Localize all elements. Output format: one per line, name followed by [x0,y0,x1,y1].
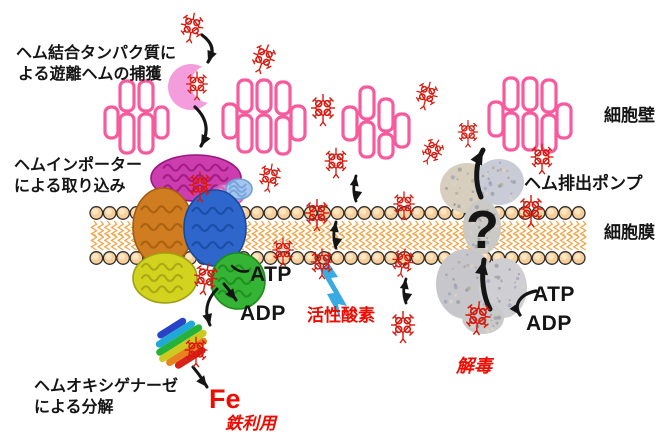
heme-molecule [392,248,414,278]
ros-lightning-bolt [319,253,347,320]
heme-molecule [305,199,329,232]
heme-molecule [251,44,277,75]
heme-molecule [188,171,212,203]
heme-molecule [186,71,208,101]
heme-molecule [391,311,415,344]
heme-molecule [272,237,294,267]
arrow [200,33,217,64]
arrow [399,277,413,305]
heme-molecule [324,147,348,179]
heme-molecule [421,138,445,165]
arrow [222,282,238,302]
heme-importer-domain [225,178,253,200]
arrow [470,147,486,200]
arrow [193,105,211,148]
arrow [349,174,363,203]
arrow [509,289,538,317]
cell-wall-unit [487,76,573,154]
heme-molecule [259,163,281,193]
heme-efflux-pump [436,159,527,334]
heme-molecule [519,195,543,228]
heme-molecule [393,191,415,221]
heme-molecule [193,263,219,296]
heme-molecule [530,143,554,175]
arrow [202,287,219,327]
arrow [475,257,493,312]
heme-molecule [311,94,335,127]
heme-molecule [184,336,208,368]
cell-wall-unit [341,85,411,160]
heme-molecule [180,12,204,44]
cell-wall-unit [103,79,170,155]
arrow [191,365,209,389]
arrow [230,264,250,273]
heme-molecule [310,248,334,280]
heme-importer-domain [210,252,266,310]
cell-wall-unit [221,78,307,156]
arrow [329,220,343,250]
heme-importer-domain [132,252,198,304]
heme-molecule [415,81,439,111]
heme-importer-domain [183,189,247,267]
heme-molecule [457,120,479,148]
heme-molecule [465,301,491,336]
